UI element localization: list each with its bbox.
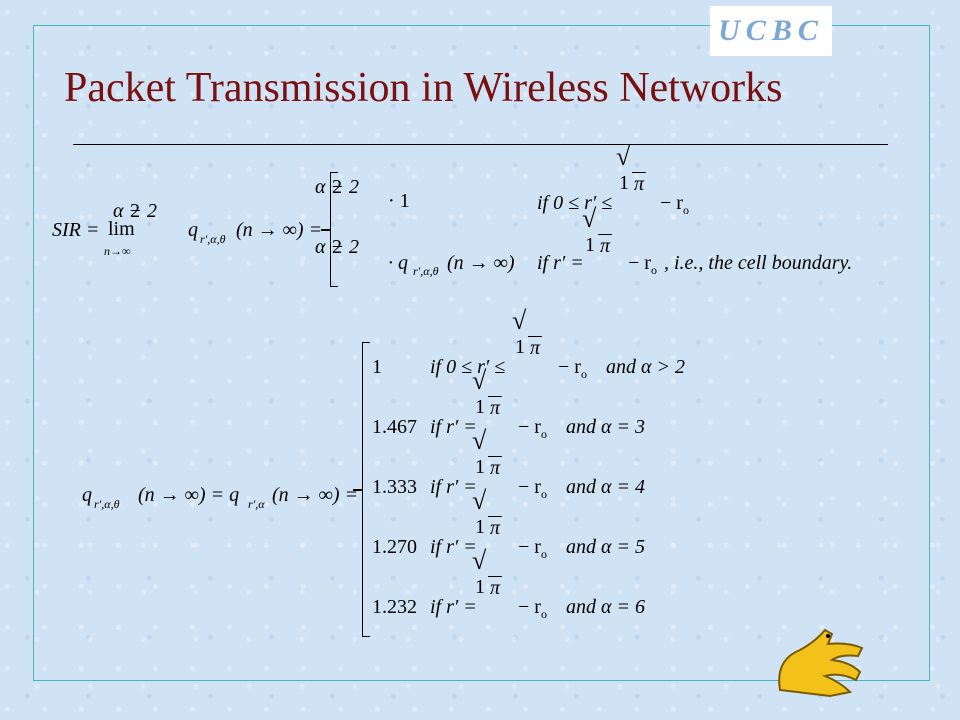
eq2-case-ro: − ro (518, 536, 547, 561)
eq1-fraction-numerator: α − 2 (113, 200, 157, 222)
eq1-case1-ro: − ro (660, 192, 689, 217)
eq2-lhs-subscript: r′,α,θ (94, 497, 120, 511)
eq2-rhs-subscript: r′,α (248, 497, 265, 511)
slide-title: Packet Transmission in Wireless Networks (64, 65, 783, 111)
eq2-case-value: 1.270 (372, 536, 417, 558)
eq2-brace (353, 342, 370, 637)
eq1-fraction-denominator: 2 (130, 200, 140, 222)
eq2-case-alpha-condition: and α = 5 (566, 536, 645, 558)
eq1-brace (321, 172, 338, 287)
eq2-case-ro: − ro (518, 596, 547, 621)
title-divider (73, 144, 888, 145)
eq2-case-ro: − ro (518, 476, 547, 501)
eq2-case-alpha-condition: and α = 3 (566, 416, 645, 438)
eq2-case-alpha-condition: and α = 6 (566, 596, 645, 618)
eq2-case-value: 1.333 (372, 476, 417, 498)
eq1-case2-ro: − ro (628, 252, 657, 277)
eq2-case-ro: − ro (558, 356, 587, 381)
eq1-case2-q-subscript: r′,α,θ (413, 264, 439, 278)
eq1-case1-tail: · 1 (388, 190, 410, 212)
eq2-rhs-argument: (n → ∞) = (272, 484, 359, 506)
eq2-case-condition: if 0 ≤ r′ ≤ (430, 356, 506, 378)
eq1-case2-condition: if r′ = (537, 252, 584, 274)
eq2-case-alpha-condition: and α > 2 (606, 356, 685, 378)
eq2-case-ro: − ro (518, 416, 547, 441)
eq1-argument: (n → ∞) = (236, 219, 323, 241)
sir-label: SIR = (52, 219, 100, 241)
eq2-case-value: 1.467 (372, 416, 417, 438)
eq1-q-subscript: r′,α,θ (200, 232, 226, 246)
eq1-case2-q: · q (388, 252, 408, 274)
eq1-case2-note: , i.e., the cell boundary. (664, 252, 853, 274)
eq2-case-condition: if r′ = (430, 476, 477, 498)
eq2-lhs-q: q (82, 484, 92, 506)
eq1-q: q (188, 219, 198, 241)
eq2-case-value: 1 (372, 356, 382, 378)
lim-subscript: n→∞ (104, 244, 131, 258)
eq1-case2-argument: (n → ∞) (447, 252, 515, 274)
ucbc-logo: UCBC (710, 6, 832, 56)
eq2-case-condition: if r′ = (430, 536, 477, 558)
eq2-case-alpha-condition: and α = 4 (566, 476, 645, 498)
eq1-case1-condition: if 0 ≤ r′ ≤ (537, 192, 613, 214)
eq2-lhs-argument: (n → ∞) = q (138, 484, 240, 506)
lim-operator: lim (108, 218, 135, 240)
eq2-case-condition: if r′ = (430, 596, 477, 618)
eq2-case-condition: if r′ = (430, 416, 477, 438)
mascot-icon (778, 628, 864, 698)
sir-equation: SIR = lim n→∞ α − 2 2 q r′,α,θ (n → ∞) =… (0, 0, 960, 300)
eq2-case-value: 1.232 (372, 596, 417, 618)
slide-frame (33, 25, 930, 681)
